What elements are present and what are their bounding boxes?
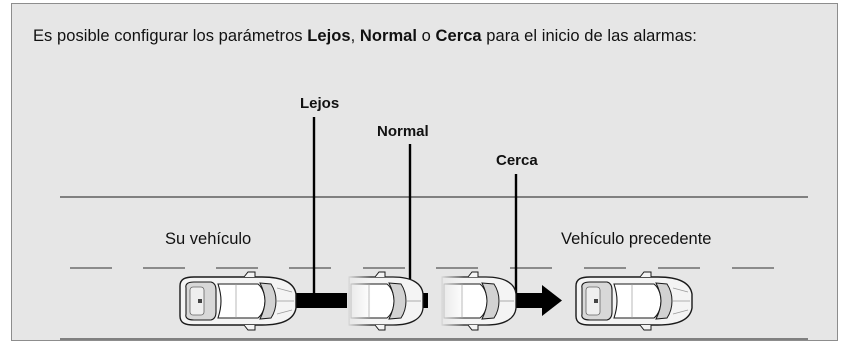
arrow-right-icon xyxy=(496,285,562,316)
preceding-vehicle-label: Vehículo precedente xyxy=(561,230,711,248)
ghost-car-near xyxy=(440,271,517,333)
intro-text: Es posible configurar los parámetros Lej… xyxy=(33,27,697,45)
preceding-vehicle-car xyxy=(575,271,693,331)
own-vehicle-label: Su vehículo xyxy=(165,230,251,248)
ghost-car-normal xyxy=(347,271,424,333)
near-label: Cerca xyxy=(496,152,538,169)
option-near: Cerca xyxy=(435,27,482,45)
normal-label: Normal xyxy=(377,123,429,140)
alarm-distance-diagram: Su vehículo Vehículo precedente Lejos No… xyxy=(60,95,808,340)
diagram-panel: Es posible configurar los parámetros Lej… xyxy=(11,3,838,341)
far-label: Lejos xyxy=(300,95,339,112)
option-normal: Normal xyxy=(359,27,418,45)
option-far: Lejos xyxy=(307,27,351,45)
own-vehicle-car xyxy=(179,271,297,331)
far-distance-bar xyxy=(296,293,349,308)
